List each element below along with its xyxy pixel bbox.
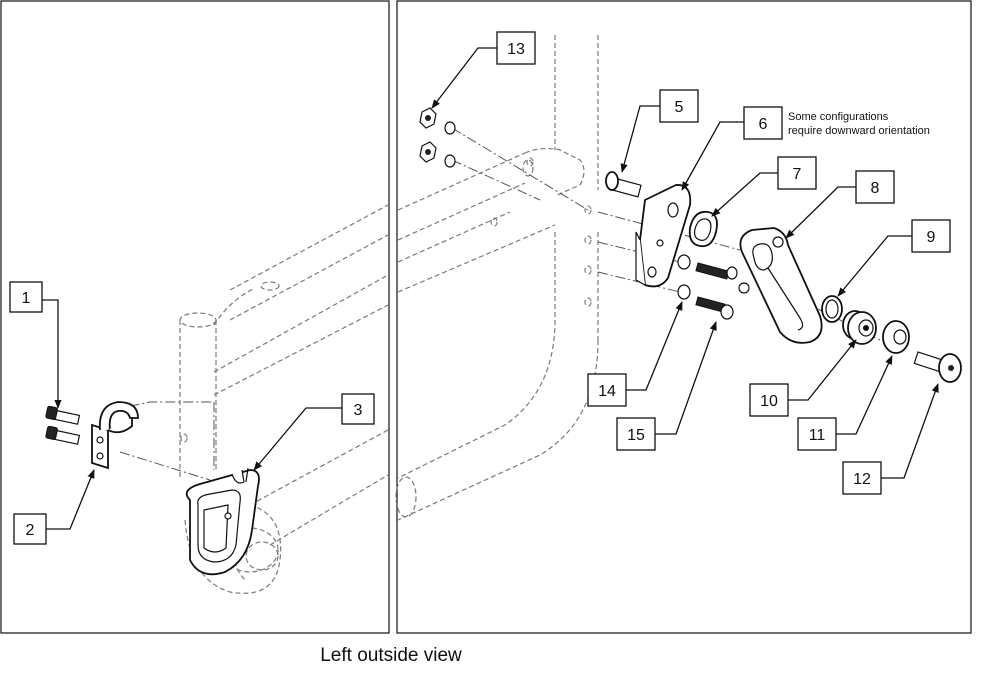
part-5-bolt <box>605 171 642 198</box>
svg-text:5: 5 <box>675 99 684 116</box>
right-panel-frame <box>396 0 972 634</box>
part-9-ring <box>821 295 843 323</box>
callout-3: 3 <box>253 393 375 471</box>
callout-7: 7 <box>711 156 817 217</box>
svg-text:11: 11 <box>809 427 826 444</box>
svg-text:13: 13 <box>507 41 525 58</box>
svg-text:9: 9 <box>927 229 936 246</box>
svg-text:6: 6 <box>759 116 768 133</box>
svg-text:12: 12 <box>853 471 871 488</box>
svg-text:1: 1 <box>22 290 31 307</box>
svg-text:8: 8 <box>871 180 880 197</box>
svg-text:10: 10 <box>760 393 778 410</box>
svg-text:2: 2 <box>26 522 35 539</box>
callout-1: 1 <box>9 281 62 409</box>
svg-text:15: 15 <box>627 427 645 444</box>
part-3-anchor-plate <box>185 467 260 576</box>
callout-14: 14 <box>587 301 683 407</box>
part-14-washers <box>677 254 691 300</box>
svg-text:7: 7 <box>793 166 802 183</box>
svg-text:Some configurations: Some configurations <box>788 111 889 123</box>
callout-11: 11 <box>797 355 893 451</box>
part-8-shackle <box>738 227 823 344</box>
callout-10: 10 <box>749 339 857 417</box>
diagram-caption: Left outside view <box>320 645 462 666</box>
left-panel-frame <box>0 0 390 634</box>
left-frame-ghost <box>179 204 389 594</box>
svg-text:3: 3 <box>354 402 363 419</box>
part-13-nuts <box>419 107 456 168</box>
callout-8: 8 <box>785 170 895 239</box>
svg-text:require downward orientation: require downward orientation <box>788 125 930 137</box>
right-frame-ghost <box>395 35 599 521</box>
callout-12: 12 <box>842 383 939 495</box>
part-1-screws <box>45 405 81 445</box>
note-text: Some configurations require downward ori… <box>788 111 930 137</box>
svg-text:14: 14 <box>598 383 616 400</box>
callout-13: 13 <box>431 31 536 109</box>
callout-2: 2 <box>13 469 95 545</box>
part-15-screws <box>695 262 738 320</box>
part-12-bolt <box>913 351 962 383</box>
part-6-bracket <box>635 184 692 288</box>
part-11-washer <box>882 320 910 354</box>
part-7-ring <box>688 210 718 248</box>
callout-5: 5 <box>620 89 699 173</box>
callout-15: 15 <box>616 321 717 451</box>
part-2-clamp <box>91 401 139 470</box>
callout-6: 6 <box>681 106 783 191</box>
callout-9: 9 <box>837 219 951 297</box>
part-10-spacer <box>842 310 877 345</box>
